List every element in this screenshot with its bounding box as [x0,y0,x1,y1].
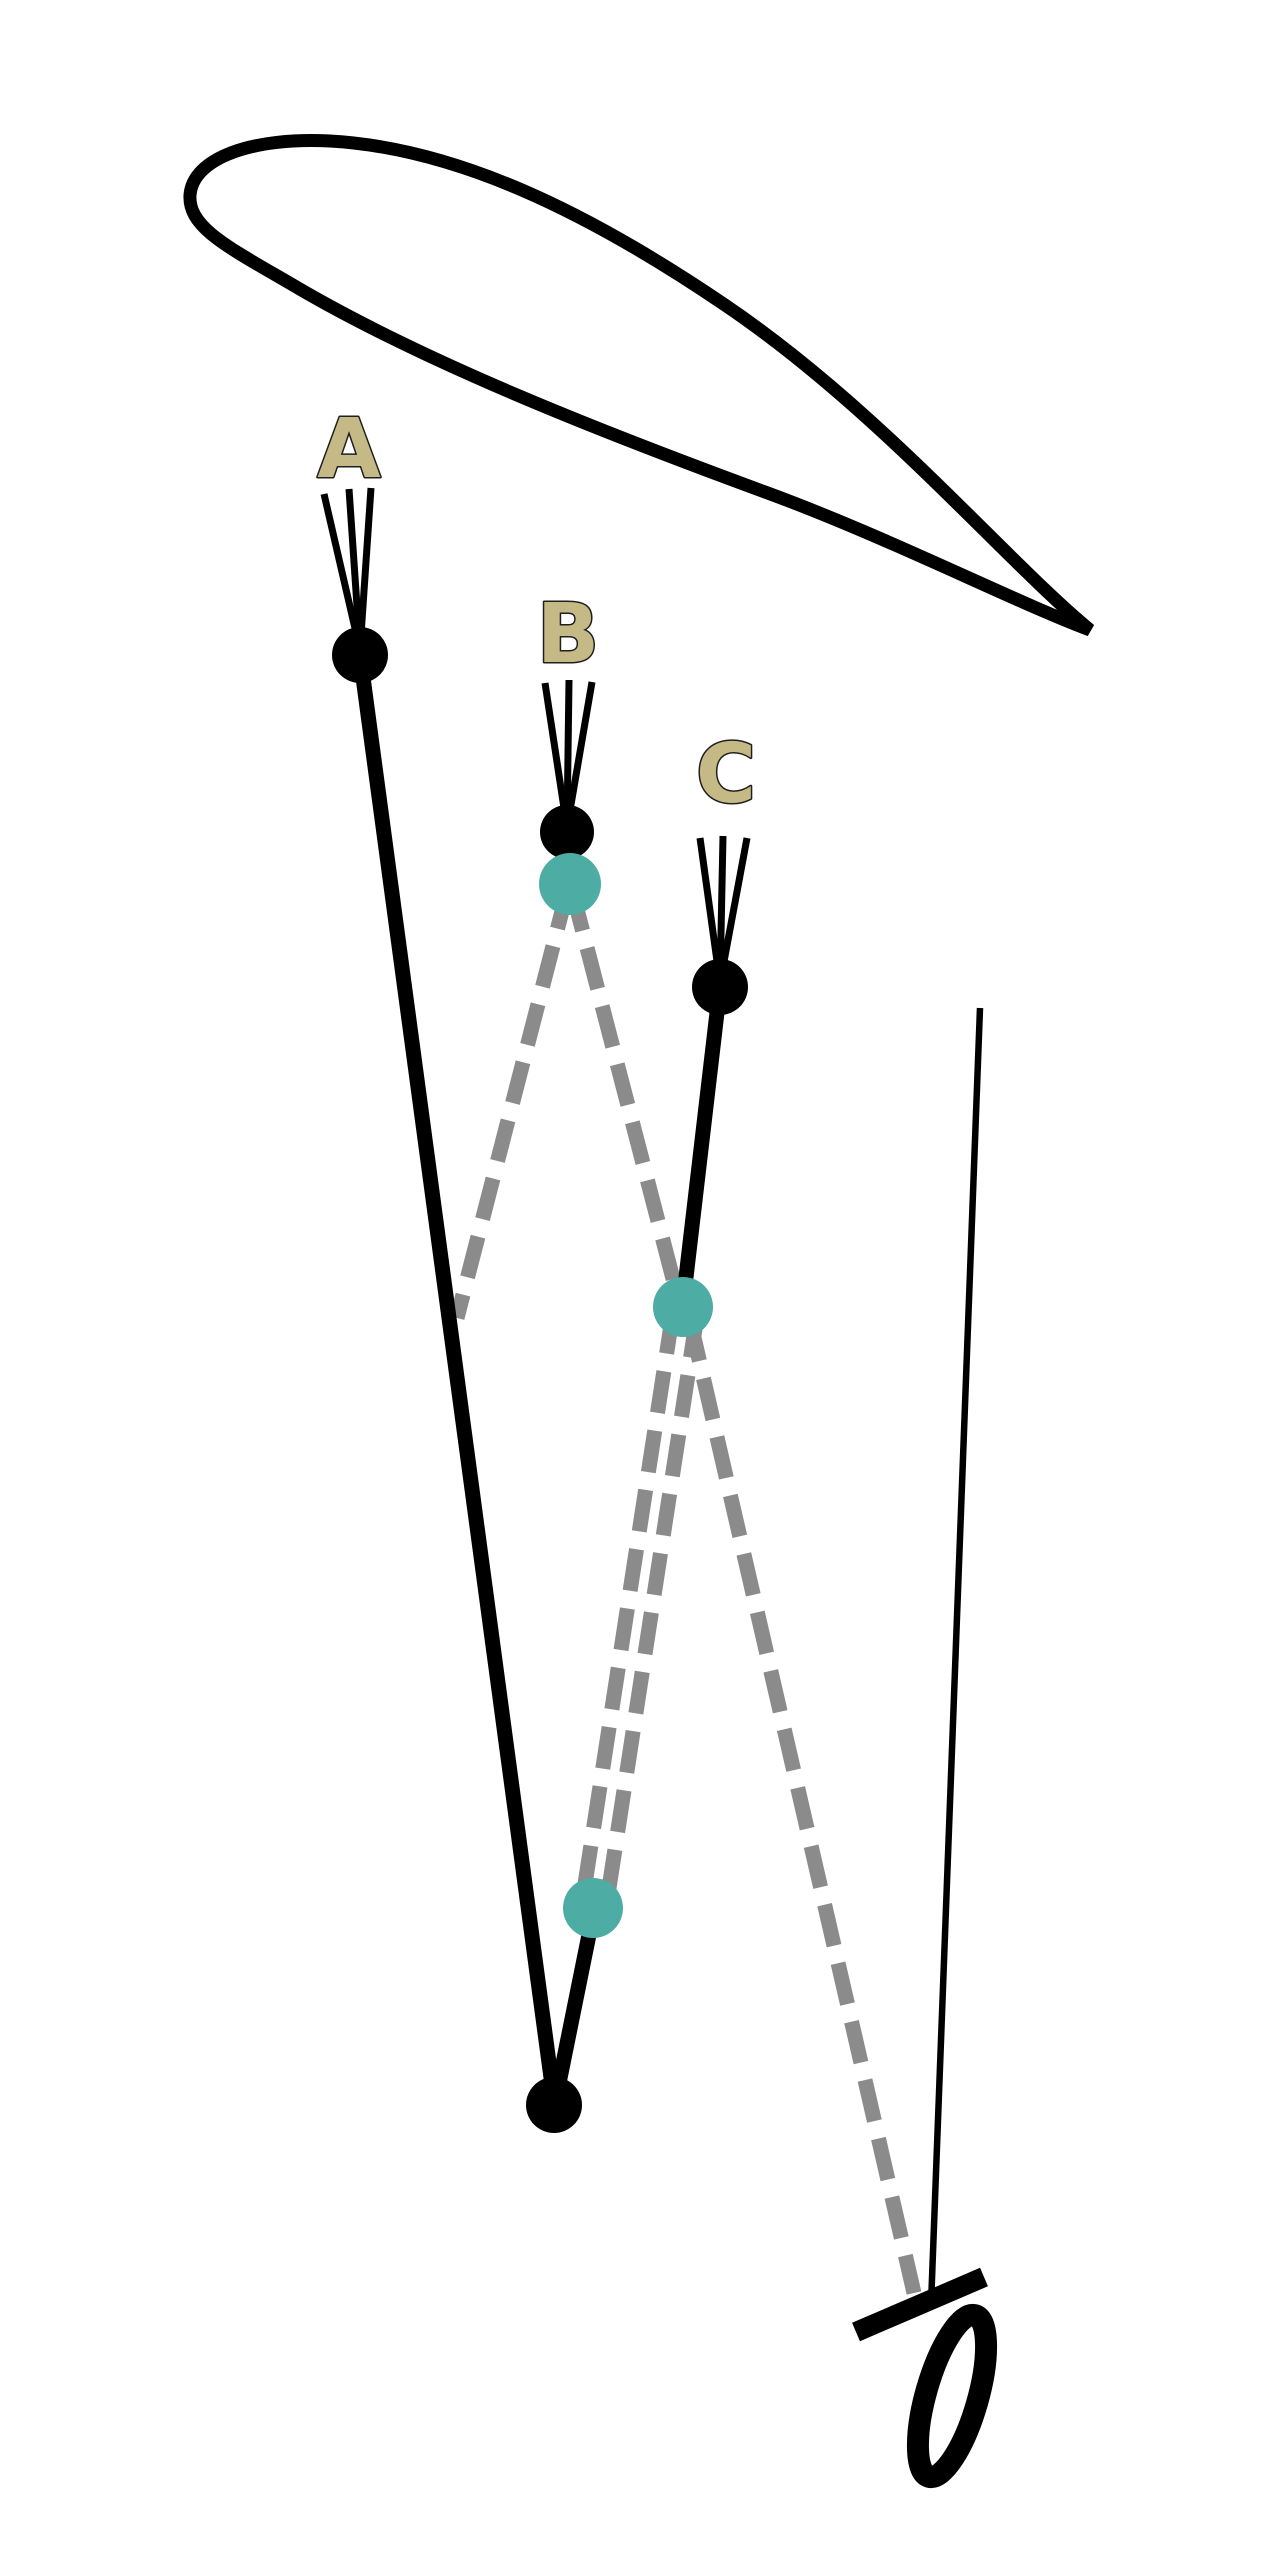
lower-pulley-to-anchor-line [548,1908,602,2100]
wing-airfoil-outline [183,134,1095,637]
b-fan-line-3 [563,681,596,829]
mid-to-lower-pulley-line-1 [575,1310,681,1899]
a-riser-anchor-dot [332,627,388,683]
a-fan-line-3 [356,487,375,651]
riser-labels: A B C [316,401,758,824]
a-fan-line-1 [320,493,364,651]
solid-lines [183,134,1095,2489]
b-riser-anchor-dot [540,805,594,859]
c-riser-main-line [675,986,728,1304]
c-fan-line-3 [716,837,751,984]
mid-pulley [653,1277,713,1337]
brake-line [927,1007,984,2306]
a-riser-main-line [352,654,562,2101]
c-fan-line-1 [696,837,724,984]
c-fan-line-2 [716,835,727,984]
mid-to-lower-pulley-line-2 [599,1314,705,1903]
bottom-anchor-dot [526,2077,582,2133]
b-pulley-line-right [564,888,686,1300]
riser-label-b: B [537,587,600,682]
b-pulley [539,853,601,915]
riser-label-a: A [317,402,381,497]
anchor-dots [332,627,748,2133]
c-riser-fan-lines [696,835,751,984]
pulleys [539,853,713,1938]
mid-pulley-to-toggle-line [682,1318,922,2295]
riser-label-c: C [696,727,756,822]
a-riser-fan-lines [320,487,375,651]
brake-toggle-loop [906,2303,998,2489]
b-fan-line-1 [541,682,571,829]
brake-toggle-bar [852,2267,988,2342]
lower-pulley [563,1878,623,1938]
b-fan-line-2 [563,679,573,829]
b-riser-fan-lines [541,679,596,829]
dashed-pulley-lines [449,886,922,2295]
a-fan-line-2 [345,488,364,651]
b-pulley-line-left [449,886,576,1320]
c-riser-anchor-dot [692,959,748,1015]
